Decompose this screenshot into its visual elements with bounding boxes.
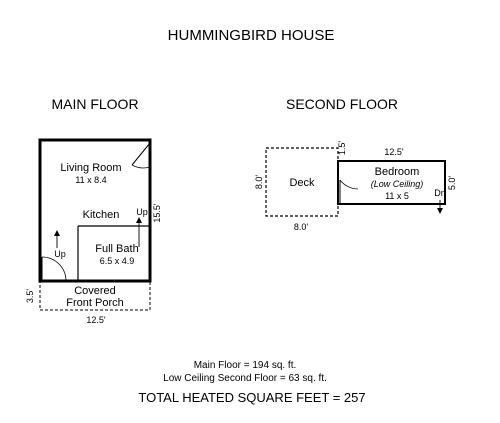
second-floor-area: Low Ceiling Second Floor = 63 sq. ft. (163, 373, 327, 384)
entry-door-icon (41, 256, 67, 282)
full-bath-name: Full Bath (95, 243, 138, 255)
total-heated-area: TOTAL HEATED SQUARE FEET = 257 (138, 390, 365, 405)
entry-stairs-up-arrow-icon (54, 230, 60, 248)
porch-label-line1: Covered (74, 285, 116, 297)
deck-name: Deck (289, 177, 315, 189)
bedroom-width-dimension: 12.5' (384, 147, 404, 157)
main-floor-height-dimension: 15.5' (152, 203, 162, 223)
deck-width-dimension: 8.0' (294, 222, 309, 232)
living-room-name: Living Room (60, 162, 121, 174)
stairs-down-arrow-icon (437, 200, 443, 214)
bedroom-name: Bedroom (375, 166, 420, 178)
stairs-up-arrow-icon (136, 217, 142, 247)
kitchen-name: Kitchen (83, 209, 120, 221)
second-floor-heading: SECOND FLOOR (286, 96, 398, 112)
porch-depth-dimension: 3.5' (25, 289, 35, 304)
main-floor-area: Main Floor = 194 sq. ft. (194, 360, 297, 371)
main-floor-width-dimension: 12.5' (86, 315, 106, 325)
living-room-size: 11 x 8.4 (75, 175, 106, 185)
entry-stairs-label: Up (54, 249, 66, 259)
kitchen-stairs-label: Up (136, 207, 148, 217)
front-porch-outline (39, 281, 151, 311)
deck-height-dimension: 8.0' (254, 175, 264, 190)
deck-door-icon (339, 179, 359, 203)
house-title: HUMMINGBIRD HOUSE (168, 27, 335, 44)
bedroom-outline (337, 160, 446, 205)
offset-dimension: 1.5' (337, 141, 347, 156)
main-floor-heading: MAIN FLOOR (51, 96, 138, 112)
stairs-down-label: Dn (434, 188, 446, 198)
bedroom-ceiling-note: (Low Ceiling) (371, 179, 424, 189)
bedroom-height-dimension: 5.0' (447, 176, 457, 191)
main-floor-outline (38, 138, 152, 283)
full-bath-size: 6.5 x 4.9 (100, 256, 135, 266)
living-room-door-icon (131, 142, 151, 169)
bedroom-size: 11 x 5 (385, 191, 409, 201)
porch-label-line2: Front Porch (66, 297, 123, 309)
